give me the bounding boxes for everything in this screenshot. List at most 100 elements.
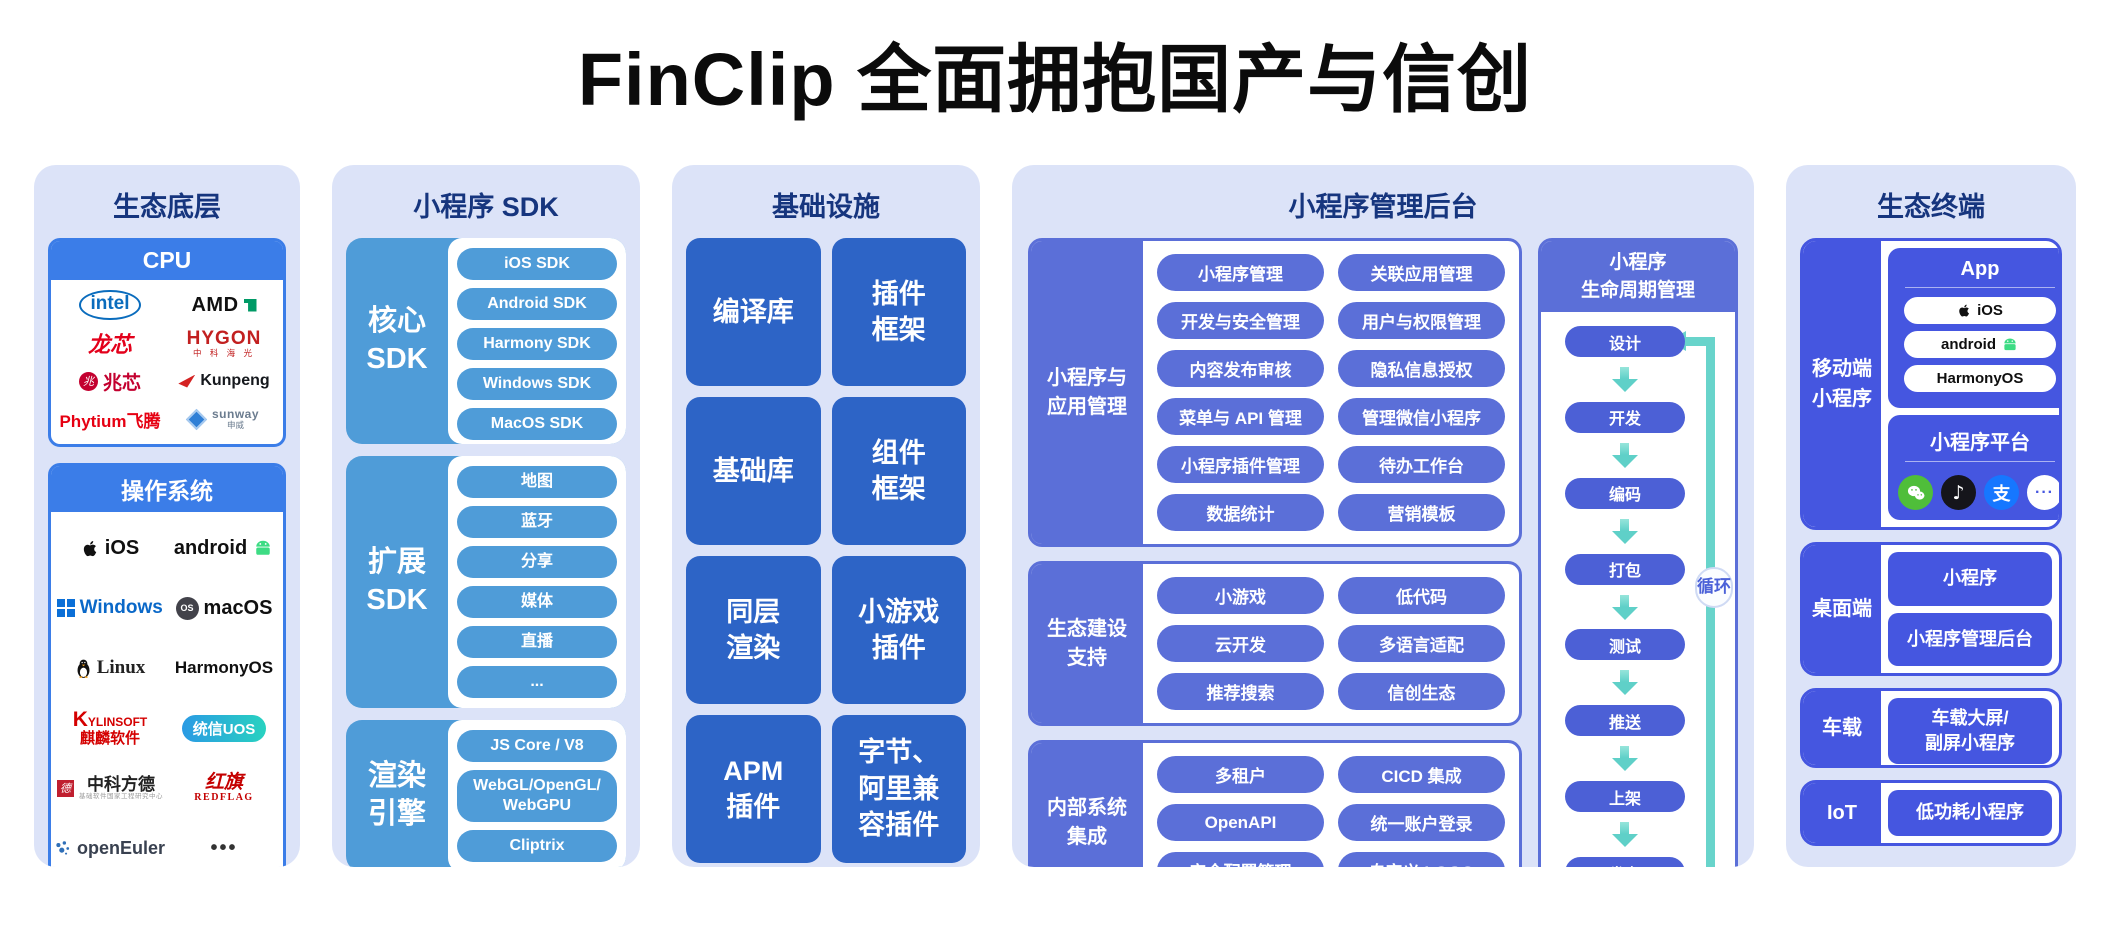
terminal-mobile-body: App iOS android HarmonyOS <box>1881 241 2059 527</box>
panel-ecosystem-base: 生态底层 CPU intel AMD 龙芯 <box>34 165 300 867</box>
hygon-wordmark: HYGON <box>186 327 262 349</box>
intel-logo: intel <box>79 290 141 320</box>
sdk-section-core: 核心 SDK iOS SDK Android SDK Harmony SDK W… <box>346 238 626 444</box>
panel-infrastructure-title: 基础设施 <box>772 192 880 222</box>
ios-label: iOS <box>104 536 140 559</box>
infra-cell: 编译库 <box>686 238 821 386</box>
admin-pill: CICD 集成 <box>1338 756 1505 793</box>
page-title: FinClip 全面拥抱国产与信创 <box>577 38 1533 121</box>
sdk-pill: iOS SDK <box>457 248 617 280</box>
os-card-header: 操作系统 <box>51 466 283 512</box>
sdk-pill: 分享 <box>457 546 617 578</box>
harmonyos-label: HarmonyOS <box>174 658 274 677</box>
cpu-card: CPU intel AMD 龙芯 HYGON 中 <box>48 238 286 447</box>
panel-ecosystem-base-title: 生态底层 <box>113 192 221 222</box>
admin-pill: 安全配置管理 <box>1157 852 1324 867</box>
admin-pill: 推荐搜索 <box>1157 673 1324 710</box>
logo-harmonyos: HarmonyOS <box>167 638 281 698</box>
panel-miniapp-sdk-title: 小程序 SDK <box>413 192 559 222</box>
admin-pill: 内容发布审核 <box>1157 350 1324 387</box>
logo-loongson: 龙芯 <box>53 324 167 362</box>
lifecycle-header: 小程序 生命周期管理 <box>1541 241 1735 313</box>
admin-section-ecosystem-support: 生态建设 支持 小游戏 低代码 云开发 多语言适配 推荐搜索 信创生态 <box>1028 561 1522 726</box>
lifecycle-step: 测试 <box>1565 629 1685 661</box>
app-pill-ios-label: iOS <box>1977 302 2003 319</box>
admin-section-app-management: 小程序与 应用管理 小程序管理 关联应用管理 开发与安全管理 用户与权限管理 内… <box>1028 238 1522 547</box>
logo-uos: 统信UOS <box>167 698 281 758</box>
admin-pill: 关联应用管理 <box>1338 254 1505 291</box>
logo-phytium: Phytium飞腾 <box>53 400 167 438</box>
admin-pill: 小程序管理 <box>1157 254 1324 291</box>
zhaoxin-badge-icon: 兆 <box>78 371 98 391</box>
app-pill-harmonyos: HarmonyOS <box>1904 365 2056 392</box>
terminal-desktop-label: 桌面端 <box>1803 545 1881 673</box>
admin-pill: 云开发 <box>1157 625 1324 662</box>
hygon-subtext: 中 科 海 光 <box>192 347 256 358</box>
redflag-wordmark: 红旗 <box>204 771 243 793</box>
logo-kylinsoft: KYLINSOFT 麒麟软件 <box>53 698 167 758</box>
admin-pill: 自定义 LOGO <box>1338 852 1505 867</box>
sdk-pill: 地图 <box>457 466 617 498</box>
android-icon <box>2004 338 2016 351</box>
redflag-subtext: REDFLAG <box>194 791 254 803</box>
columns-row: 生态底层 CPU intel AMD 龙芯 <box>0 165 2110 867</box>
os-logo-grid: iOS android Windows OS macOS <box>51 512 283 867</box>
down-arrow-icon <box>1541 822 1735 848</box>
sdk-section-extend: 扩展 SDK 地图 蓝牙 分享 媒体 直播 ... <box>346 456 626 708</box>
infra-cell: 基础库 <box>686 397 821 545</box>
admin-sections: 小程序与 应用管理 小程序管理 关联应用管理 开发与安全管理 用户与权限管理 内… <box>1028 238 1522 867</box>
mobile-platform-card: 小程序平台 ♪ 支 ··· <box>1888 415 2059 520</box>
linux-label: Linux <box>96 657 146 678</box>
loongson-wordmark: 龙芯 <box>87 332 132 357</box>
terminal-iot-card: IoT 低功耗小程序 <box>1800 780 2062 846</box>
admin-pill: OpenAPI <box>1157 804 1324 841</box>
admin-pill: 管理微信小程序 <box>1338 398 1505 435</box>
sdk-pill: 直播 <box>457 626 617 658</box>
admin-pill: 低代码 <box>1338 577 1505 614</box>
fangde-seal-icon: 德 <box>57 779 74 797</box>
admin-pill: 营销模板 <box>1338 494 1505 531</box>
terminal-iot-label: IoT <box>1803 783 1881 843</box>
douyin-icon: ♪ <box>1941 475 1976 510</box>
admin-section-internal-integration: 内部系统 集成 多租户 CICD 集成 OpenAPI 统一账户登录 安全配置管… <box>1028 740 1522 867</box>
admin-pill-grid: 小程序管理 关联应用管理 开发与安全管理 用户与权限管理 内容发布审核 隐私信息… <box>1143 241 1519 544</box>
sdk-section-render: 渲染 引擎 JS Core / V8 WebGL/OpenGL/ WebGPU … <box>346 720 626 867</box>
admin-row: 小程序与 应用管理 小程序管理 关联应用管理 开发与安全管理 用户与权限管理 内… <box>1028 238 1738 867</box>
mobile-platform-header: 小程序平台 <box>1904 423 2056 462</box>
lifecycle-body: 循环 设计 开发 编码 打包 测试 推送 <box>1541 312 1735 867</box>
lifecycle-flow: 设计 开发 编码 打包 测试 推送 上架 <box>1541 326 1735 867</box>
mobile-app-card: App iOS android HarmonyOS <box>1888 248 2059 408</box>
app-pill-ios: iOS <box>1904 297 2056 324</box>
logo-fangde: 德 中科方德 基础软件国家工程研究中心 <box>53 758 167 818</box>
down-arrow-icon <box>1541 670 1735 696</box>
windows-label: Windows <box>79 597 163 618</box>
terminal-vehicle-card: 车载 车载大屏/ 副屏小程序 <box>1800 688 2062 768</box>
down-arrow-icon <box>1541 367 1735 393</box>
app-pill-harmonyos-label: HarmonyOS <box>1936 370 2024 387</box>
logo-amd: AMD <box>167 286 281 324</box>
kunpeng-wordmark: Kunpeng <box>200 372 270 389</box>
panel-miniapp-sdk: 小程序 SDK 核心 SDK iOS SDK Android SDK Harmo… <box>332 165 640 867</box>
down-arrow-icon <box>1541 594 1735 620</box>
sdk-render-body: JS Core / V8 WebGL/OpenGL/ WebGPU Cliptr… <box>448 720 626 867</box>
logo-android: android <box>167 518 281 578</box>
openeuler-dots-icon <box>56 840 70 855</box>
terminal-vehicle-label: 车载 <box>1803 691 1881 765</box>
uos-wordmark: 统信UOS <box>181 714 267 742</box>
lifecycle-step: 上架 <box>1565 781 1685 813</box>
sdk-pill: WebGL/OpenGL/ WebGPU <box>457 770 617 822</box>
kylinsoft-wordmark: KYLINSOFT <box>72 708 148 732</box>
logo-zhaoxin: 兆 兆芯 <box>53 362 167 400</box>
logo-linux: Linux <box>53 638 167 698</box>
admin-pill: 小游戏 <box>1157 577 1324 614</box>
apple-icon <box>1959 304 1970 317</box>
lifecycle-step: 编码 <box>1565 477 1685 509</box>
sdk-core-label: 核心 SDK <box>366 305 428 375</box>
platform-icons-row: ♪ 支 ··· <box>1898 471 2059 510</box>
terminal-mobile-label: 移动端 小程序 <box>1803 241 1881 527</box>
logo-kunpeng: Kunpeng <box>167 362 281 400</box>
lifecycle-step: 打包 <box>1565 553 1685 585</box>
admin-pill: 菜单与 API 管理 <box>1157 398 1324 435</box>
terminal-desktop-card: 桌面端 小程序 小程序管理后台 <box>1800 542 2062 676</box>
more-platforms-icon: ··· <box>2027 475 2059 510</box>
